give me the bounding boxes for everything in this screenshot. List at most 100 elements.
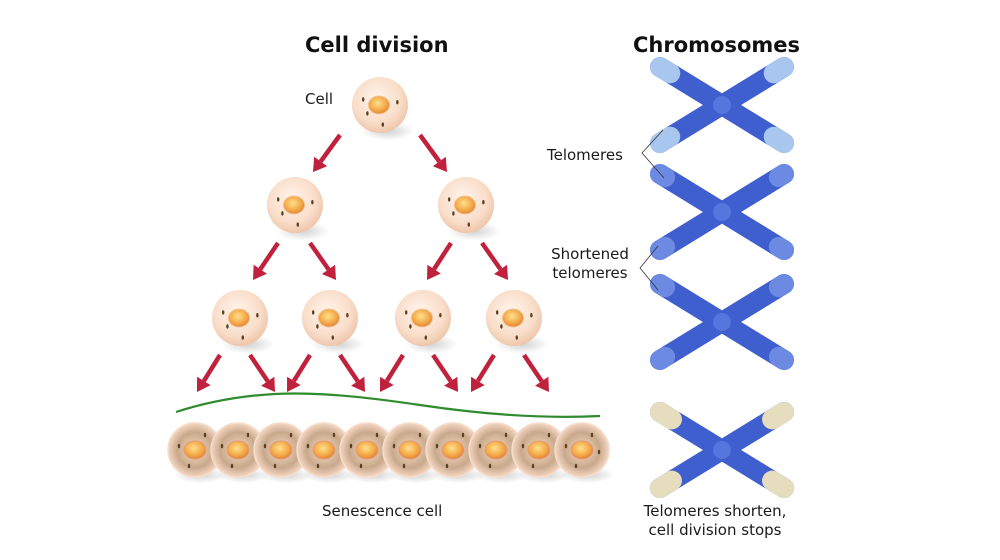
senescence-curve xyxy=(175,392,601,418)
division-arrow xyxy=(431,353,458,392)
senescent-cells-row xyxy=(167,422,615,484)
cell-nucleus xyxy=(501,308,525,328)
cell-nucleus xyxy=(410,308,434,328)
cell-division-title: Cell division xyxy=(305,33,449,57)
cell-nucleus xyxy=(453,195,477,215)
senescent-nucleus xyxy=(570,440,594,460)
division-arrow xyxy=(471,353,496,392)
telomere xyxy=(650,402,682,430)
telomere xyxy=(762,470,794,498)
organelle xyxy=(381,122,384,127)
organelle xyxy=(311,200,314,205)
centromere xyxy=(713,441,731,459)
telomeres-pointer xyxy=(641,129,665,179)
senescent-cell xyxy=(511,422,572,484)
telomere xyxy=(650,236,676,260)
organelle xyxy=(281,211,284,216)
shortened-telomeres-line2: telomeres xyxy=(552,264,628,282)
senescent-nucleus xyxy=(312,440,336,460)
organelle xyxy=(366,111,369,116)
organelle xyxy=(482,200,485,205)
telomere xyxy=(768,274,794,298)
telomere xyxy=(768,236,794,260)
organelle xyxy=(405,310,408,315)
organelle xyxy=(424,335,427,340)
organelle xyxy=(296,222,299,227)
chromosome-division-stops xyxy=(650,402,794,498)
senescent-nucleus xyxy=(355,440,379,460)
senescent-cell xyxy=(425,422,486,484)
division-arrow xyxy=(308,241,336,280)
centromere xyxy=(713,313,731,331)
cell xyxy=(302,290,365,354)
organelle xyxy=(312,310,315,315)
chromosome-shortened-2 xyxy=(650,274,794,370)
division-arrow xyxy=(197,353,222,392)
cell-nucleus xyxy=(282,195,306,215)
chromosomes-title: Chromosomes xyxy=(633,33,801,57)
senescent-nucleus xyxy=(226,440,250,460)
organelle xyxy=(515,335,518,340)
cell xyxy=(212,290,275,354)
organelle xyxy=(409,324,412,329)
division-arrow xyxy=(248,353,275,392)
organelle xyxy=(362,97,365,102)
cell-label: Cell xyxy=(305,90,334,108)
senescence-cell-label: Senescence cell xyxy=(322,502,443,520)
cell-nucleus xyxy=(367,95,391,115)
division-arrows xyxy=(197,133,549,392)
centromere xyxy=(713,96,731,114)
organelle xyxy=(316,324,319,329)
organelle xyxy=(241,335,244,340)
organelle xyxy=(256,313,259,318)
telomere xyxy=(768,164,794,188)
telomere xyxy=(650,57,681,84)
chromosome-shortened-1 xyxy=(650,164,794,260)
cell xyxy=(267,177,330,241)
telomere-pointer-lines xyxy=(639,129,665,291)
senescent-cell xyxy=(210,422,271,484)
cell xyxy=(486,290,549,354)
cell xyxy=(438,177,501,241)
division-arrow xyxy=(253,241,280,280)
division-arrow xyxy=(338,353,365,392)
division-stops-line2: cell division stops xyxy=(648,521,782,539)
telomere xyxy=(650,346,676,370)
telomere xyxy=(762,402,794,430)
cell xyxy=(395,290,458,354)
dividing-cells xyxy=(212,77,549,354)
telomere xyxy=(650,274,676,298)
telomere xyxy=(768,346,794,370)
organelle xyxy=(467,222,470,227)
cell-nucleus xyxy=(317,308,341,328)
centromere xyxy=(713,203,731,221)
chromosome-normal xyxy=(650,57,794,153)
organelle xyxy=(277,197,280,202)
organelle xyxy=(496,310,499,315)
organelle xyxy=(396,100,399,105)
senescent-nucleus xyxy=(269,440,293,460)
shortened-telomeres-pointer xyxy=(639,245,659,291)
division-arrow xyxy=(418,133,447,172)
organelle xyxy=(452,211,455,216)
senescent-nucleus xyxy=(441,440,465,460)
telomere xyxy=(763,57,794,84)
organelle xyxy=(331,335,334,340)
cell-nucleus xyxy=(227,308,251,328)
division-arrow xyxy=(287,353,312,392)
senescent-cell xyxy=(253,422,314,484)
organelle xyxy=(448,197,451,202)
senescent-cell xyxy=(468,422,529,484)
division-arrow xyxy=(427,241,453,280)
organelle xyxy=(222,310,225,315)
chromosomes-column xyxy=(650,57,794,498)
senescent-cell xyxy=(554,422,615,484)
cell xyxy=(352,77,415,141)
division-stops-label: Telomeres shorten, cell division stops xyxy=(630,502,800,540)
division-arrow xyxy=(480,241,508,280)
telomere xyxy=(650,126,681,153)
shortened-telomeres-line1: Shortened xyxy=(551,245,629,263)
organelle xyxy=(530,313,533,318)
senescent-cell xyxy=(296,422,357,484)
